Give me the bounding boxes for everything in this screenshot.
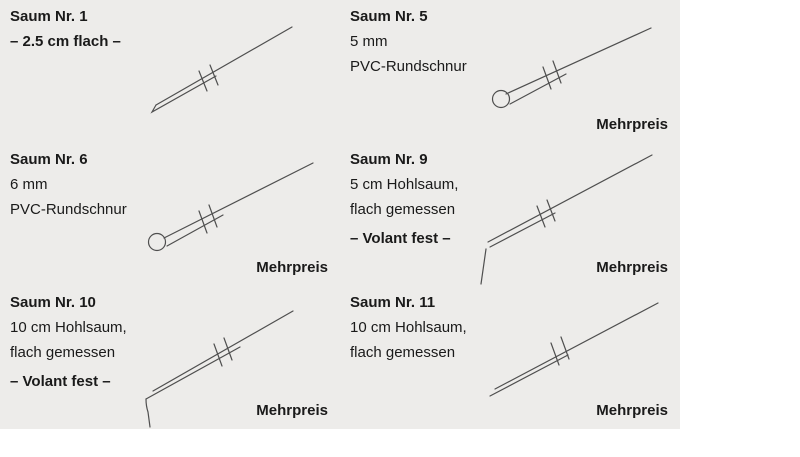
saum-10-surcharge-label: Mehrpreis <box>256 402 328 419</box>
saum-10-cell: Saum Nr. 10 10 cm Hohlsaum, flach gemess… <box>0 286 340 429</box>
saum-10-volant-note: – Volant fest – <box>10 373 111 390</box>
saum-11-line-1: 10 cm Hohlsaum, <box>350 319 467 336</box>
saum-6-cell: Saum Nr. 6 6 mm PVC-Rundschnur Mehrpreis <box>0 143 340 286</box>
saum-11-title: Saum Nr. 11 <box>350 294 436 311</box>
saum-10-line-2: flach gemessen <box>10 344 116 361</box>
saum-10-line-1: 10 cm Hohlsaum, <box>10 319 127 336</box>
saum-9-line-2: flach gemessen <box>350 201 456 218</box>
saum-11-cell: Saum Nr. 11 10 cm Hohlsaum, flach gemess… <box>340 286 680 429</box>
saum-6-title: Saum Nr. 6 <box>10 151 88 168</box>
saum-1-cell: Saum Nr. 1 – 2.5 cm flach – <box>0 0 340 143</box>
saum-9-cell: Saum Nr. 9 5 cm Hohlsaum, flach gemessen… <box>340 143 680 286</box>
saum-11-line-2: flach gemessen <box>350 344 456 361</box>
saum-1-note: – 2.5 cm flach – <box>10 33 121 50</box>
saum-10-title: Saum Nr. 10 <box>10 294 96 311</box>
saum-9-title: Saum Nr. 9 <box>350 151 428 168</box>
saum-5-cell: Saum Nr. 5 5 mm PVC-Rundschnur Mehrpreis <box>340 0 680 143</box>
saum-5-title: Saum Nr. 5 <box>350 8 428 25</box>
saum-6-surcharge-label: Mehrpreis <box>256 259 328 276</box>
saum-5-surcharge-label: Mehrpreis <box>596 116 668 133</box>
saum-6-line-1: 6 mm <box>10 176 48 193</box>
saum-9-line-1: 5 cm Hohlsaum, <box>350 176 459 193</box>
saum-9-surcharge-label: Mehrpreis <box>596 259 668 276</box>
saum-9-volant-note: – Volant fest – <box>350 230 451 247</box>
saum-6-line-2: PVC-Rundschnur <box>10 201 127 218</box>
saum-5-line-2: PVC-Rundschnur <box>350 58 467 75</box>
seam-types-panel: Saum Nr. 1 – 2.5 cm flach – Saum Nr. 5 5… <box>0 0 680 429</box>
saum-5-line-1: 5 mm <box>350 33 388 50</box>
saum-11-surcharge-label: Mehrpreis <box>596 402 668 419</box>
saum-1-title: Saum Nr. 1 <box>10 8 88 25</box>
